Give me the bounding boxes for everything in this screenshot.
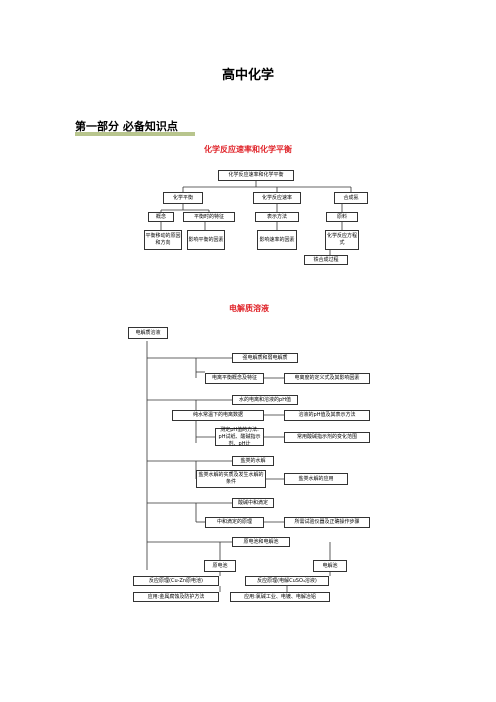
node-galvanic-principle: 反应原理(Cu-Zn原电池) <box>133 576 219 586</box>
node-ammonia-synthesis: 合成氨 <box>334 192 368 204</box>
node-equilibrium: 化学平衡 <box>163 192 203 204</box>
node-reaction-rate: 化学反应速率 <box>253 192 301 204</box>
section-heading-electrolyte: 电解质溶液 <box>229 304 269 313</box>
node-root-electrolyte: 电解质溶液 <box>128 327 168 339</box>
section-heading-kinetics: 化学反应速率和化学平衡 <box>204 145 292 154</box>
node-indicator-range: 常用酸碱指示剂的变化范围 <box>284 432 370 443</box>
node-salt-hydrolysis: 盐类的水解 <box>232 456 274 466</box>
node-ionization-degree: 电离度的定义式及其影响因素 <box>284 373 370 384</box>
node-titration: 酸碱中和滴定 <box>232 498 274 508</box>
node-hydrolysis-applications: 盐类水解的应用 <box>284 473 348 485</box>
node-equilibrium-factors: 影响平衡的因素 <box>187 230 225 250</box>
node-root-kinetics: 化学反应速率和化学平衡 <box>218 170 294 181</box>
node-shift-cause: 平衡移动的原因和方向 <box>144 230 182 250</box>
node-raw-materials: 原料 <box>326 212 358 222</box>
part-heading-underline <box>75 132 195 136</box>
node-titration-principle: 中和滴定的原理 <box>205 517 264 528</box>
node-water-ph: 水的电离和溶液的pH值 <box>232 395 298 405</box>
node-ionization-equilibrium: 电离平衡概念及特征 <box>205 373 264 384</box>
node-ph-representation: 溶液的pH值及其表示方法 <box>284 410 370 421</box>
node-reaction-equation: 化学反应方程式 <box>325 230 359 250</box>
node-electrolytic-cell: 电解池 <box>313 560 347 572</box>
node-hydrolysis-essence: 盐类水解的实质及发生水解的条件 <box>196 470 266 488</box>
node-strong-weak: 强电解质和弱电解质 <box>232 353 298 363</box>
node-concept: 概念 <box>148 212 174 222</box>
node-cells: 原电池和电解池 <box>232 537 290 547</box>
node-galvanic-application: 应用:金属腐蚀及防护方法 <box>133 592 219 602</box>
node-ph-methods: 测定pH值的方法: pH试纸、酸碱指示剂、pH计 <box>215 427 264 447</box>
node-synthesis-process: 铁合成过程 <box>304 255 348 265</box>
node-pure-water-data: 纯水常温下的电离数据 <box>172 410 264 421</box>
node-equilibrium-features: 平衡时的特征 <box>183 212 235 222</box>
node-galvanic-cell: 原电池 <box>204 560 236 572</box>
node-expression-method: 表示方法 <box>255 212 299 222</box>
page-title: 高中化学 <box>221 68 274 83</box>
node-rate-factors: 影响速率的因素 <box>257 230 297 250</box>
node-electrolytic-application: 应用:氯碱工业、电镀、电解冶铝 <box>230 592 330 602</box>
node-electrolytic-principle: 反应原理(电解CuSO₄溶液) <box>245 576 329 586</box>
node-titration-procedure: 所需试验仪器及正确操作步骤 <box>284 517 370 528</box>
part-heading: 第一部分 必备知识点 <box>75 120 178 133</box>
